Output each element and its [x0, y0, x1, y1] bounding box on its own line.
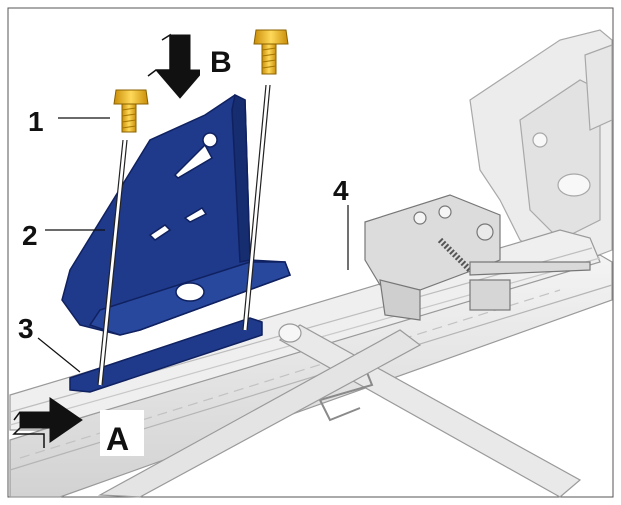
arrow-b-icon [147, 33, 206, 99]
view-label-b: B [210, 46, 232, 79]
callout-1: 1 [28, 106, 44, 137]
callout-4: 4 [333, 175, 349, 206]
callout-2: 2 [22, 220, 38, 251]
bolt-guide-lines [98, 84, 270, 386]
latch-mechanism [364, 194, 591, 321]
bracket [61, 93, 291, 336]
label-a-box [100, 410, 144, 456]
arrow-a-icon [12, 397, 83, 448]
bolt-icon [113, 89, 149, 133]
strut [97, 329, 422, 498]
callout-3: 3 [18, 313, 34, 344]
seat-frame-background [469, 29, 613, 271]
bolt-icon [253, 29, 289, 75]
bolt-guide-outlines [97, 84, 271, 386]
shim-plate [69, 317, 263, 393]
view-label-a: A [106, 421, 129, 457]
leader-lines [37, 117, 349, 373]
label-b-box [200, 38, 242, 78]
